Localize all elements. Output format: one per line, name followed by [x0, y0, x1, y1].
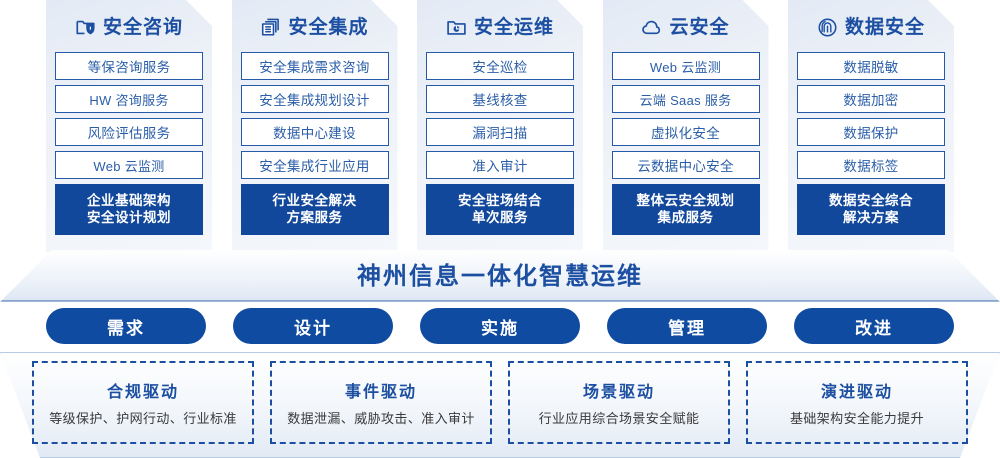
driver-subtitle: 基础架构安全能力提升: [789, 411, 924, 426]
driver-card-compliance[interactable]: 合规驱动 等级保护、护网行动、行业标准: [32, 361, 254, 444]
driver-title: 合规驱动: [106, 384, 179, 401]
phase-pill-implementation[interactable]: 实施: [420, 308, 580, 344]
pillar-title: 安全运维: [473, 16, 554, 38]
pillar-highlight-line: 行业安全解决: [272, 193, 357, 208]
driver-subtitle: 等级保护、护网行动、行业标准: [49, 411, 237, 426]
pillar-item[interactable]: 数据脱敏: [797, 52, 945, 80]
pillar-item[interactable]: 基线核查: [426, 85, 574, 113]
pillar-item[interactable]: Web 云监测: [612, 52, 760, 80]
pillar-item[interactable]: 安全巡检: [426, 52, 574, 80]
platform-banner: 神州信息一体化智慧运维: [0, 250, 1000, 302]
pillar-card-security-operations[interactable]: 安全运维 安全巡检 基线核查 漏洞扫描 准入审计 安全驻场结合 单次服务: [417, 0, 583, 252]
pillar-card-cloud-security[interactable]: 云安全 Web 云监测 云端 Saas 服务 虚拟化安全 云数据中心安全 整体云…: [603, 0, 769, 252]
pillar-card-security-consulting[interactable]: 安全咨询 等保咨询服务 HW 咨询服务 风险评估服务 Web 云监测 企业基础架…: [46, 0, 212, 252]
pillar-header: 安全运维: [426, 8, 574, 46]
driver-card-evolution[interactable]: 演进驱动 基础架构安全能力提升: [746, 361, 968, 444]
driver-title: 事件驱动: [344, 384, 417, 401]
pillar-item[interactable]: 风险评估服务: [55, 118, 203, 146]
banner-title: 神州信息一体化智慧运维: [357, 263, 643, 290]
folder-shield-icon: [75, 17, 96, 38]
pillar-item[interactable]: Web 云监测: [55, 151, 203, 179]
stacked-documents-icon: [260, 17, 281, 38]
pillar-highlight-line: 集成服务: [657, 210, 714, 225]
pillar-item[interactable]: 数据加密: [797, 85, 945, 113]
folder-chart-icon: [446, 17, 467, 38]
pillar-highlight[interactable]: 企业基础架构 安全设计规划: [55, 184, 203, 235]
pillar-header: 安全咨询: [55, 8, 203, 46]
pillar-highlight[interactable]: 整体云安全规划 集成服务: [612, 184, 760, 235]
pillar-highlight[interactable]: 行业安全解决 方案服务: [241, 184, 389, 235]
pillar-item[interactable]: 虚拟化安全: [612, 118, 760, 146]
phase-pill-management[interactable]: 管理: [607, 308, 767, 344]
pillar-highlight-line: 数据安全综合: [829, 193, 913, 208]
pillar-title: 安全集成: [288, 16, 369, 38]
cloud-icon: [641, 17, 662, 38]
driver-card-scenario[interactable]: 场景驱动 行业应用综合场景安全赋能: [508, 361, 730, 444]
pillar-card-data-security[interactable]: 数据安全 数据脱敏 数据加密 数据保护 数据标签 数据安全综合 解决方案: [788, 0, 954, 252]
pillar-item[interactable]: 安全集成需求咨询: [241, 52, 389, 80]
pillar-header: 云安全: [612, 8, 760, 46]
driver-subtitle: 数据泄漏、威胁攻击、准入审计: [287, 411, 475, 426]
driver-subtitle: 行业应用综合场景安全赋能: [538, 411, 700, 426]
pillar-highlight-line: 企业基础架构: [87, 193, 171, 208]
pillar-item[interactable]: 数据保护: [797, 118, 945, 146]
pillar-item[interactable]: 安全集成行业应用: [241, 151, 389, 179]
pillar-highlight[interactable]: 安全驻场结合 单次服务: [426, 184, 574, 235]
fingerprint-icon: [817, 17, 838, 38]
pillar-header: 数据安全: [797, 8, 945, 46]
pillar-highlight-line: 安全设计规划: [87, 210, 171, 225]
pillar-header: 安全集成: [241, 8, 389, 46]
drivers-section: 合规驱动 等级保护、护网行动、行业标准 事件驱动 数据泄漏、威胁攻击、准入审计 …: [0, 352, 1000, 458]
driver-card-incident[interactable]: 事件驱动 数据泄漏、威胁攻击、准入审计: [270, 361, 492, 444]
pillar-highlight[interactable]: 数据安全综合 解决方案: [797, 184, 945, 235]
pillar-item[interactable]: 云端 Saas 服务: [612, 85, 760, 113]
pillar-item[interactable]: 数据中心建设: [241, 118, 389, 146]
phase-pill-design[interactable]: 设计: [233, 308, 393, 344]
banner-shape: [0, 250, 1000, 302]
pillar-item[interactable]: 安全集成规划设计: [241, 85, 389, 113]
pillar-highlight-line: 方案服务: [286, 210, 343, 225]
pillar-highlight-line: 解决方案: [843, 210, 899, 225]
pillar-item[interactable]: 数据标签: [797, 151, 945, 179]
pillar-item[interactable]: 等保咨询服务: [55, 52, 203, 80]
pillar-title: 数据安全: [844, 16, 925, 38]
pillar-item[interactable]: HW 咨询服务: [55, 85, 203, 113]
pillar-highlight-line: 安全驻场结合: [458, 193, 542, 208]
drivers-row: 合规驱动 等级保护、护网行动、行业标准 事件驱动 数据泄漏、威胁攻击、准入审计 …: [0, 352, 1000, 458]
phase-pill-row: 需求 设计 实施 管理 改进: [0, 308, 1000, 344]
pillar-item[interactable]: 准入审计: [426, 151, 574, 179]
phase-pill-improvement[interactable]: 改进: [794, 308, 954, 344]
phase-pill-requirements[interactable]: 需求: [46, 308, 206, 344]
driver-title: 场景驱动: [582, 384, 655, 401]
pillar-item[interactable]: 漏洞扫描: [426, 118, 574, 146]
pillar-cards-row: 安全咨询 等保咨询服务 HW 咨询服务 风险评估服务 Web 云监测 企业基础架…: [0, 0, 1000, 252]
pillar-highlight-line: 单次服务: [472, 210, 528, 225]
pillar-title: 云安全: [669, 16, 730, 38]
pillar-title: 安全咨询: [102, 16, 183, 38]
pillar-card-security-integration[interactable]: 安全集成 安全集成需求咨询 安全集成规划设计 数据中心建设 安全集成行业应用 行…: [232, 0, 398, 252]
pillar-highlight-line: 整体云安全规划: [636, 193, 735, 208]
driver-title: 演进驱动: [820, 384, 893, 401]
pillar-item[interactable]: 云数据中心安全: [612, 151, 760, 179]
